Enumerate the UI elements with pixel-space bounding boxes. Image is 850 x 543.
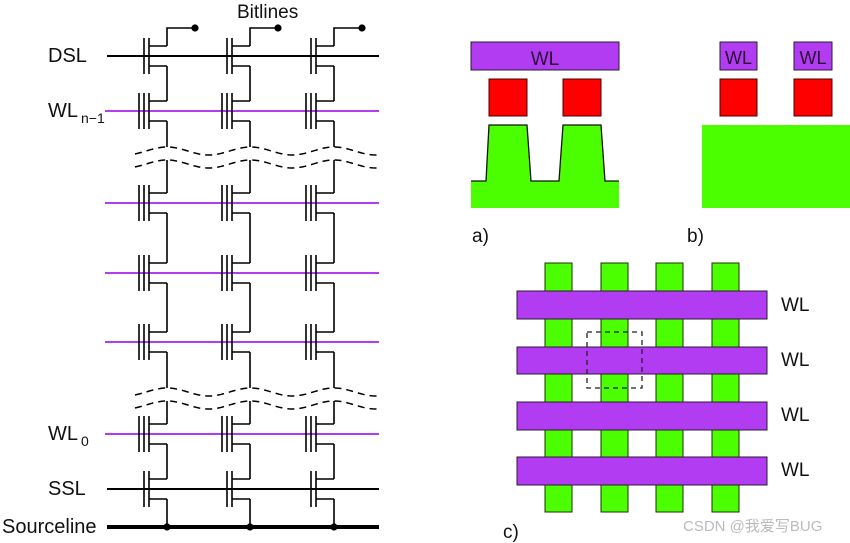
panel-b-label: b) (687, 226, 704, 247)
omitted-cells-break-line (134, 387, 380, 397)
wordline-label: WL (531, 49, 560, 70)
row-label-text: WL (48, 423, 78, 445)
wordline-label: WL (781, 460, 810, 481)
row-label-text: WL (48, 100, 78, 122)
bitline-wire (166, 27, 195, 46)
row-label-dsl: DSL (48, 45, 87, 67)
floating-gate (793, 78, 833, 117)
panel-a-cross-section: WL a) (470, 41, 620, 247)
panel-c-label: c) (503, 522, 519, 543)
omitted-cells-break-line (134, 400, 380, 410)
row-label-text: Sourceline (2, 516, 97, 538)
bitline-terminal-dot (191, 24, 199, 32)
wordline-strip (516, 290, 768, 320)
planar-active-area (702, 125, 850, 208)
wordline-bar (719, 41, 758, 71)
fin-outline (471, 124, 619, 182)
bitline-wire (249, 27, 278, 46)
wordline-bar (470, 41, 620, 71)
wordline-label: WL (781, 350, 810, 371)
watermark: CSDN @我爱写BUG (683, 518, 822, 535)
wordline-strip (516, 401, 768, 431)
unit-cell-outline (586, 331, 643, 389)
bitline-terminal-dot (358, 24, 366, 32)
omitted-cells-break-line (134, 159, 380, 169)
wordline-label: WL (725, 48, 752, 68)
wordline-bar (793, 41, 833, 71)
row-label-text: DSL (48, 45, 87, 67)
sourceline-junction-dot (246, 523, 254, 531)
panel-a-label: a) (472, 226, 489, 247)
row-label-sourceline: Sourceline (2, 516, 97, 538)
floating-gate (562, 78, 602, 117)
bitline-terminal-dot (274, 24, 282, 32)
floating-gate (719, 78, 758, 117)
wordline-strip (516, 456, 768, 486)
sourceline-junction-dot (330, 523, 338, 531)
row-label-text: SSL (48, 478, 86, 500)
panel-b-cross-section: WL WL b) (687, 41, 850, 247)
bitlines-label: Bitlines (237, 2, 298, 23)
wordline-label: WL (781, 295, 810, 316)
row-label-ssl: SSL (48, 478, 86, 500)
floating-gate (488, 78, 528, 117)
omitted-cells-break-line (134, 146, 380, 156)
panel-c-top-view: WL WL WL WL c) (503, 262, 810, 543)
bitline-wire (333, 27, 362, 46)
fin-active-area (471, 125, 619, 208)
sourceline-junction-dot (163, 523, 171, 531)
row-label-subscript: 0 (81, 433, 89, 449)
wordline-label: WL (781, 405, 810, 426)
row-label-subscript: n−1 (81, 110, 105, 126)
wordline-label: WL (800, 48, 827, 68)
